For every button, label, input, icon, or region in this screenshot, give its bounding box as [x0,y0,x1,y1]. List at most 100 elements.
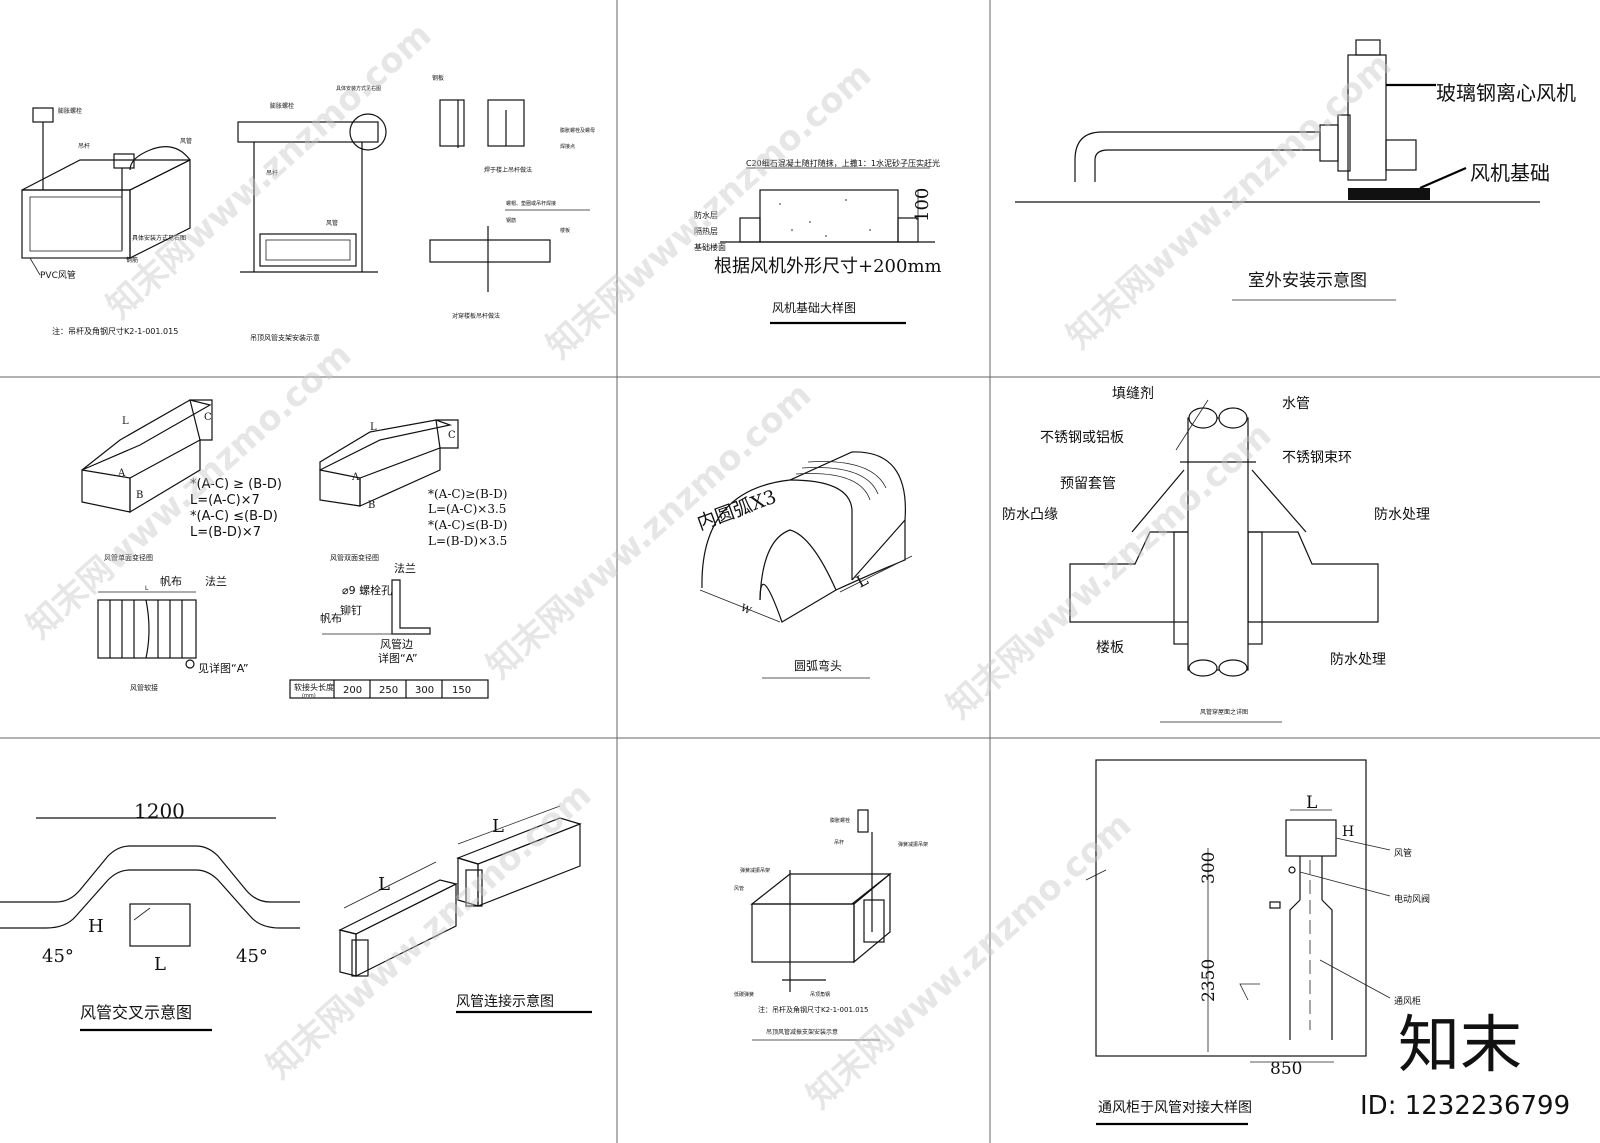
label-spring-1: 弹簧减振吊架 [898,841,928,848]
label-hanger: 吊杆 [78,142,90,150]
dim-l-left: L [122,416,129,427]
dim-300: 300 [1199,852,1219,884]
label-waterproof-1: 防水处理 [1374,507,1430,523]
panel-vibration-support: 膨胀螺栓 吊杆 弹簧减振吊架 弹簧减振吊架 风管 低碳弹簧 吊顶角钢 注：吊杆及… [734,809,928,1041]
label-bolt-hole: ⌀9 螺栓孔 [342,583,392,597]
concrete-dots [779,199,871,237]
title-crossing: 风管交叉示意图 [80,1003,192,1022]
watermark-8: 知末网www.znzmo.com [799,805,1139,1117]
panel-duct-connection: L L 风管连接示意图 [338,805,592,1014]
table-value-1: 200 [343,685,362,696]
table-unit: (mm) [302,693,316,699]
dim-850: 850 [1270,1059,1302,1079]
caption-single-reducer: 风管单面变径图 [104,553,153,562]
layer-insulation: 隔热层 [694,226,718,236]
label-vib-bolt: 膨胀螺栓 [830,817,850,824]
label-expansion-bolt: 膨胀螺栓 [58,107,82,115]
label-steel-ring: 不锈钢束环 [1282,450,1352,466]
dim-2350: 2350 [1199,959,1219,1002]
panel-duct-support: 风管 膨胀螺栓 吊杆 具体安装方式见右图 钢筋 PVC风管 注：吊杆及角钢尺寸K… [21,74,595,342]
title-elbow: 圆弧弯头 [794,658,842,673]
note-vib: 注：吊杆及角钢尺寸K2-1-001.015 [758,1005,869,1014]
dim-l-cabinet: L [1306,793,1317,813]
label-canvas: 帆布 [160,574,182,588]
dim-h-cabinet: H [1342,824,1354,840]
dim-1200: 1200 [134,799,185,823]
dim-a-left: A [117,468,126,479]
note-fan-size: 根据风机外形尺寸+200mm [714,256,942,277]
panel-fan-base: C20细石混凝土随打随抹，上撒1：1水泥砂子压实赶光 100 防水层 隔热层 基… [694,158,942,325]
dim-h-crossing: H [88,916,104,937]
dim-l-connection-2: L [492,816,504,837]
table-value-4: 150 [452,685,471,696]
formula-right-1: *(A-C)≥(B-D) [428,487,507,501]
caption-weld: 焊于楼上吊杆做法 [484,166,532,174]
note-hanger-size: 注：吊杆及角钢尺寸K2-1-001.015 [52,326,178,336]
label-weld: 焊接点 [560,143,575,150]
label-duct-cabinet: 风管 [1394,847,1412,859]
label-steel-plate: 钢板 [432,74,444,82]
dim-100: 100 [912,188,933,222]
angle-left: 45° [42,946,74,967]
panel-outdoor-install: 玻璃钢离心风机 风机基础 室外安装示意图 [1015,39,1576,301]
label-flange: 法兰 [205,574,227,588]
panel-fume-cabinet: L H 300 2350 850 风管 电动风阀 通风柜 通风柜于风管对接大样图 [1085,759,1430,1126]
title-cabinet: 通风柜于风管对接大样图 [1098,1099,1252,1116]
note-c20: C20细石混凝土随打随抹，上撒1：1水泥砂子压实赶光 [746,158,940,168]
label-see-right: 具体安装方式见右图 [336,85,381,92]
title-roof-detail: 风管穿屋面之详图 [1200,708,1248,716]
label-fixing: 具体安装方式见右图 [132,234,186,242]
dim-c-right: C [448,430,456,441]
dim-l-right: L [370,422,377,433]
caption-flex: 风管软接 [130,683,158,692]
label-duct-edge: 风管边 [380,637,413,651]
watermark-3: 知末网www.znzmo.com [1059,45,1399,357]
label-ceiling-angle: 吊顶角钢 [810,991,830,998]
label-duct: 风管 [180,137,192,145]
label-rod-mid: 吊杆 [266,169,278,177]
layer-base: 基础楼面 [694,242,726,252]
label-sleeve: 预留套管 [1060,476,1116,492]
label-rivet: 铆钉 [340,603,362,617]
label-flange-up: 防水凸缘 [1002,507,1058,523]
dim-a-right: A [351,472,360,483]
table-header: 软接头长度 [294,682,334,692]
angle-right: 45° [236,946,268,967]
label-see-detail: 见详图“A” [198,661,249,675]
label-low-spring: 低碳弹簧 [734,991,754,998]
table-value-3: 300 [415,685,434,696]
dim-w-elbow: W [739,603,754,618]
length-table: 软接头长度 (mm) 200 250 300 150 [289,679,489,699]
label-flange-a: 法兰 [394,561,416,575]
formula-left-4: L=(B-D)×7 [190,525,261,540]
panel-duct-crossing: 1200 H L 45° 45° 风管交叉示意图 [0,799,300,1032]
dim-b-left: B [136,490,143,501]
label-duct-mid: 风管 [326,219,338,227]
panel-duct-reducers: L C A B *(A-C) ≥ (B-D) L=(A-C)×7 *(A-C) … [81,399,507,699]
label-fume-cabinet: 通风柜 [1394,995,1421,1007]
formula-left-2: L=(A-C)×7 [190,493,260,508]
label-steel-plate: 不锈钢或铝板 [1040,430,1124,446]
formula-right-4: L=(B-D)×3.5 [428,534,507,548]
callout-centrifugal-fan: 玻璃钢离心风机 [1436,81,1576,105]
formula-left-3: *(A-C) ≤(B-D) [190,509,278,524]
label-detail-a: 详图“A” [378,651,418,665]
label-rebar: 钢筋 [506,217,516,224]
label-bolt-mid: 膨胀螺栓 [270,102,294,110]
formula-right-3: *(A-C)≤(B-D) [428,518,507,532]
brand-id: ID: 1232236799 [1360,1091,1570,1121]
caption-duct-support: 吊顶风管支架安装示意 [250,333,320,342]
formula-right-2: L=(A-C)×3.5 [428,502,506,516]
label-angle: 钢筋 [126,256,138,264]
caption-slab: 对穿楼板吊杆做法 [452,312,500,320]
dim-l-flex: L [145,585,149,592]
title-vib: 吊顶风管减振支架安装示意 [766,1028,838,1036]
layer-waterproof: 防水层 [694,210,718,220]
label-nut-washer: 螺帽、垫圈或吊杆焊接 [506,200,556,207]
label-water-pipe: 水管 [1282,396,1310,412]
dim-l-connection-1: L [378,874,390,895]
label-vib-duct: 风管 [734,885,744,892]
title-connection: 风管连接示意图 [456,993,554,1010]
